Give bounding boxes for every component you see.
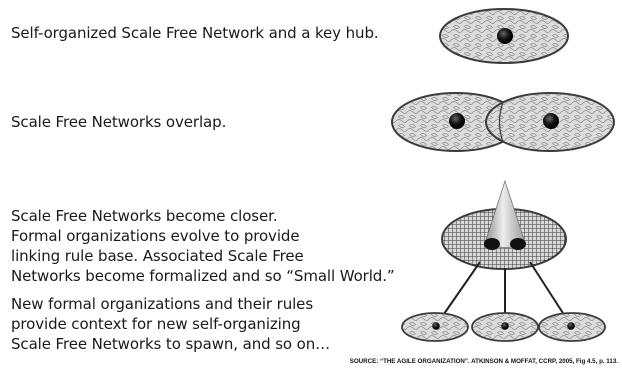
hub-right	[510, 238, 526, 250]
caption-line: Scale Free Networks become closer.	[11, 207, 278, 225]
key-hub	[497, 28, 513, 44]
overlap-outline	[498, 101, 504, 143]
stage-2-caption: Scale Free Networks overlap.	[11, 112, 226, 132]
caption-line: Networks become formalized and so “Small…	[11, 267, 395, 285]
caption-line: Formal organizations evolve to provide	[11, 227, 300, 245]
hub-left	[484, 238, 500, 250]
source-citation: SOURCE: “THE AGILE ORGANIZATION”. ATKINS…	[349, 358, 618, 365]
key-hub	[501, 322, 509, 330]
key-hub	[567, 322, 575, 330]
stage-2-networks	[391, 92, 615, 152]
stage-4-caption: New formal organizations and their rules…	[11, 294, 330, 354]
caption-line: provide context for new self-organizing	[11, 315, 301, 333]
caption-line: Scale Free Networks to spawn, and so on…	[11, 335, 331, 353]
stage-1-network	[439, 8, 569, 64]
stage-3-formal	[441, 179, 567, 270]
stage-4-spawned-networks	[401, 312, 606, 342]
key-hub	[432, 322, 440, 330]
stage-3-caption: Scale Free Networks become closer. Forma…	[11, 206, 395, 286]
caption-line: Self-organized Scale Free Network and a …	[11, 24, 379, 42]
key-hub	[449, 113, 465, 129]
key-hub	[543, 113, 559, 129]
caption-line: linking rule base. Associated Scale Free	[11, 247, 304, 265]
stage-1-caption: Self-organized Scale Free Network and a …	[11, 23, 379, 43]
caption-line: New formal organizations and their rules	[11, 295, 314, 313]
caption-line: Scale Free Networks overlap.	[11, 113, 227, 131]
